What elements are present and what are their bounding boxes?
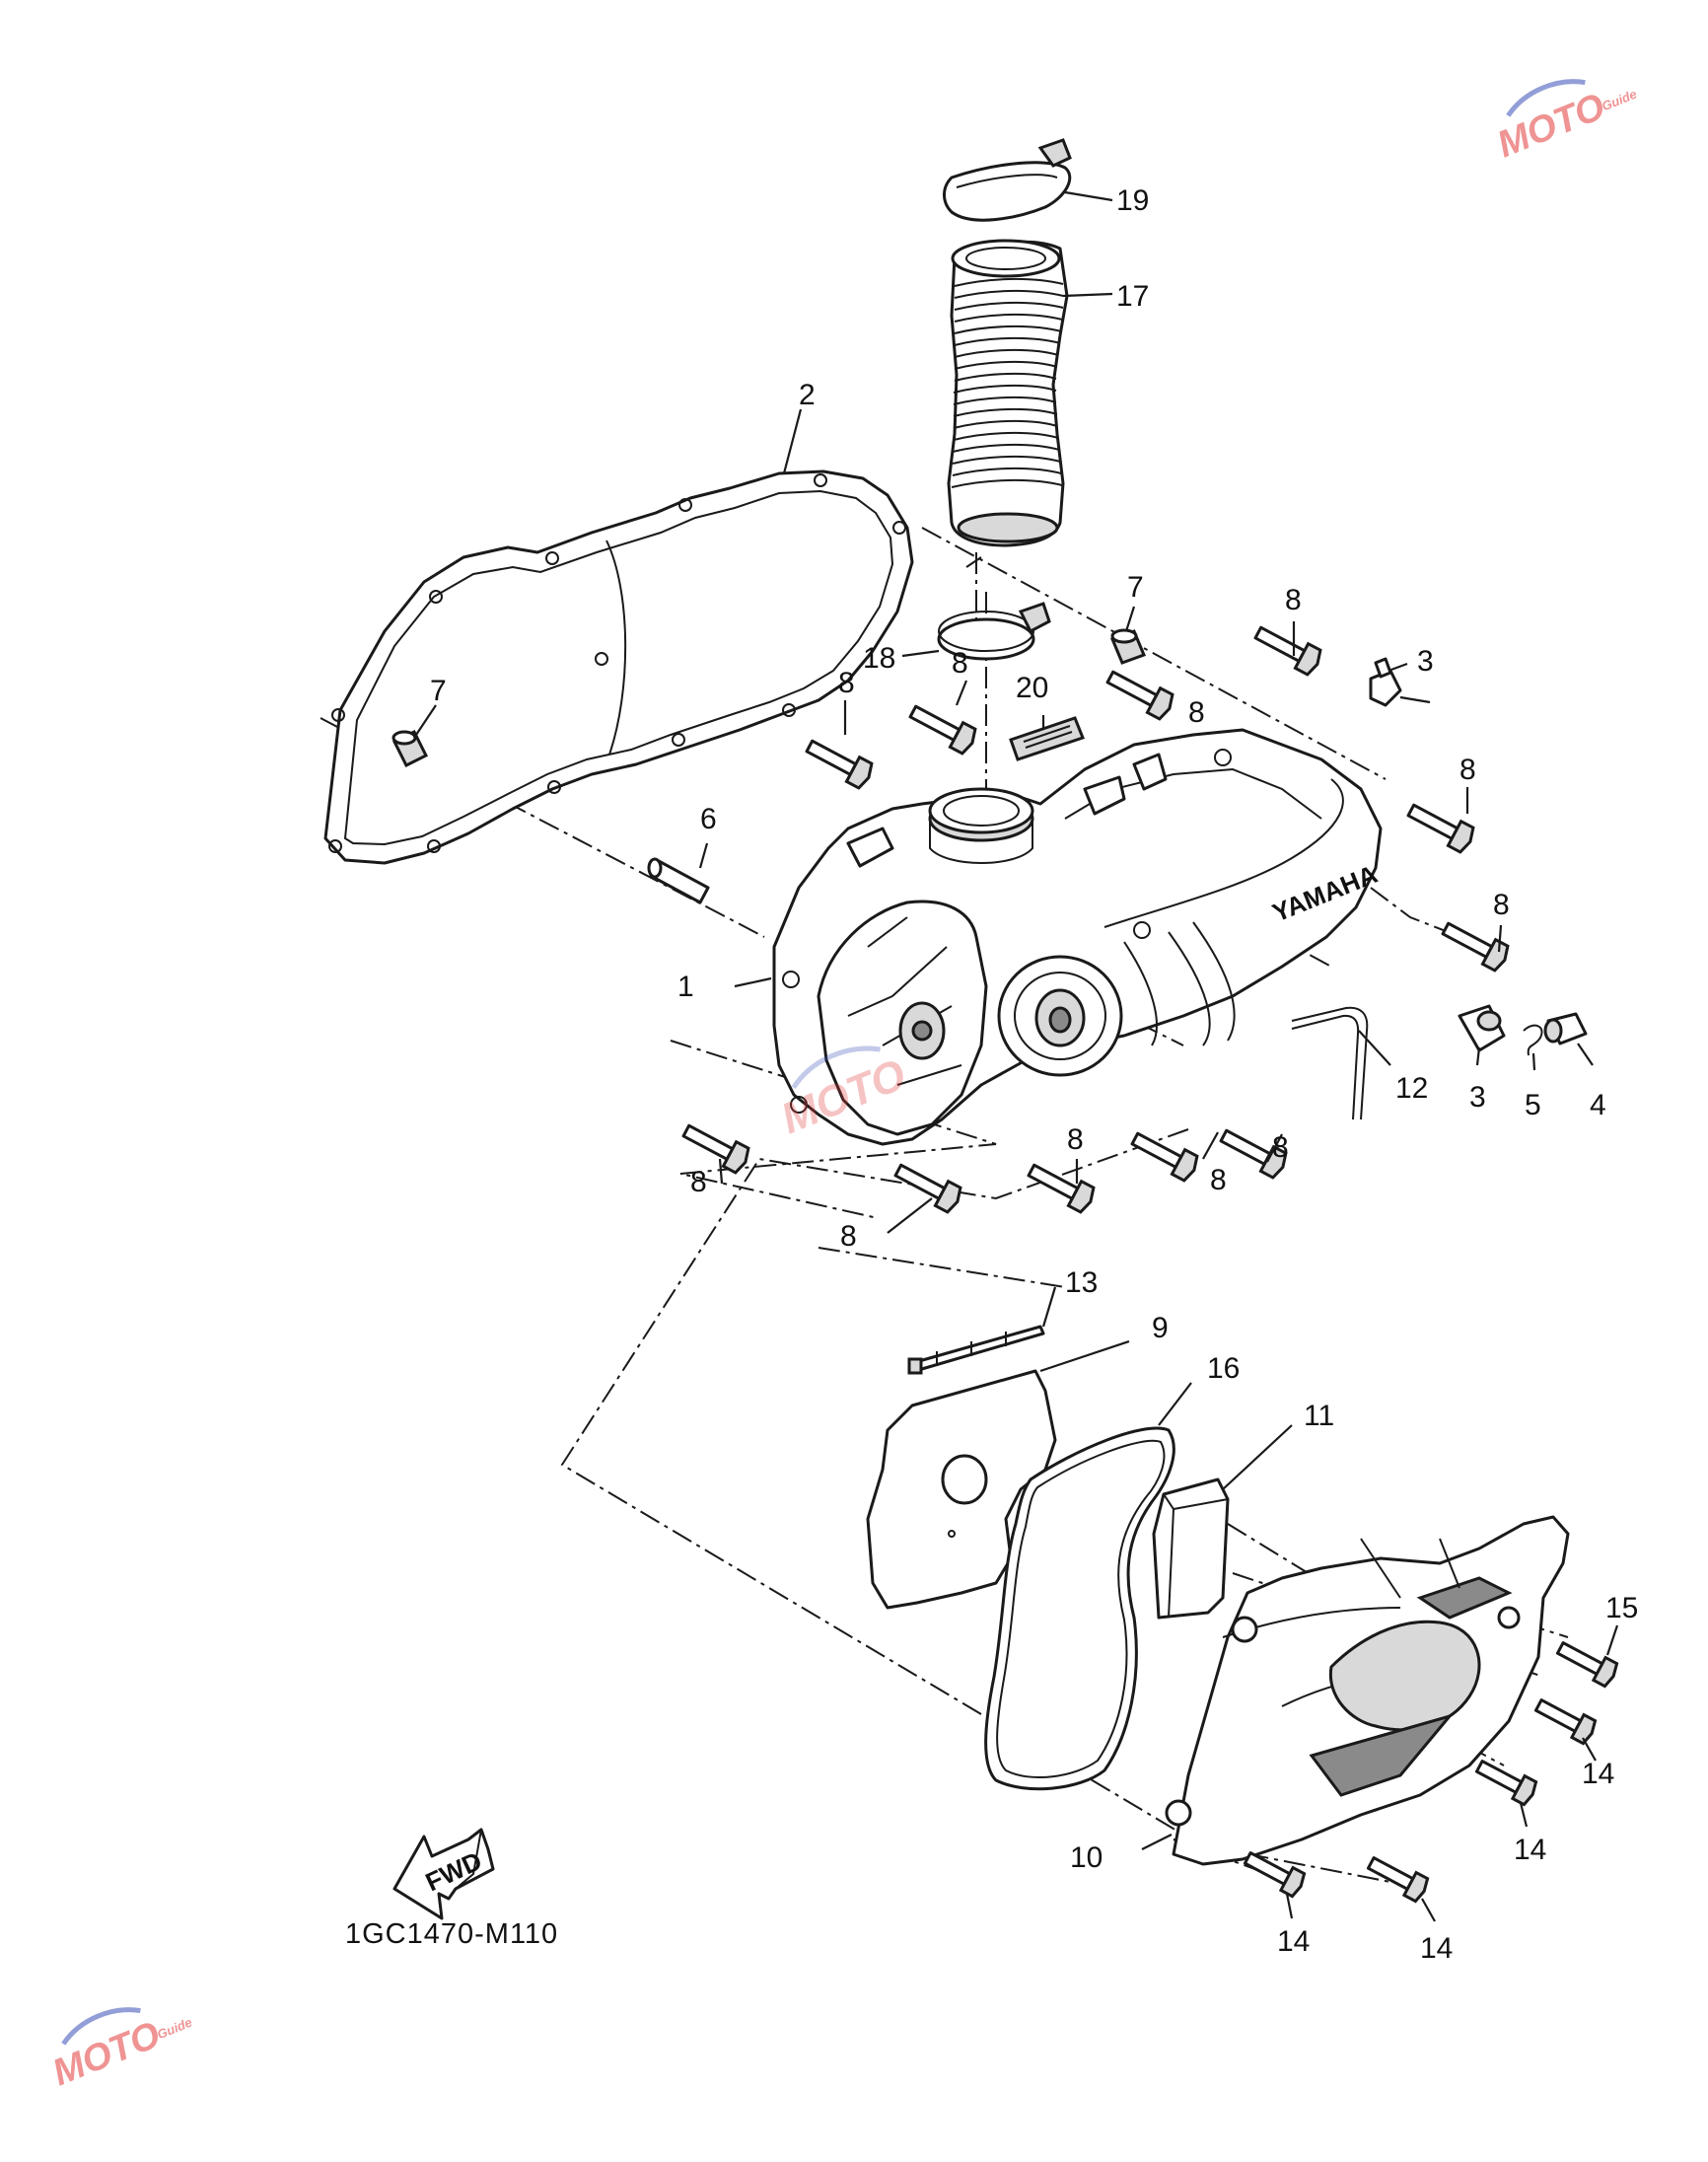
callout-18: 18 xyxy=(863,642,895,675)
bolt xyxy=(1533,1698,1598,1746)
callout-11: 11 xyxy=(1304,1400,1334,1432)
callout-16: 16 xyxy=(1207,1352,1240,1385)
callout-3-top: 3 xyxy=(1417,645,1434,678)
cover-seal xyxy=(984,1426,1175,1791)
callout-8-low-2: 8 xyxy=(1272,1131,1289,1164)
leader-lines xyxy=(413,190,1619,1922)
callout-8-top-3: 8 xyxy=(1188,696,1205,729)
clip-5 xyxy=(1523,1024,1543,1056)
bolt xyxy=(893,1163,962,1214)
bolt xyxy=(805,739,874,790)
watermark-text: MOTO xyxy=(1492,86,1611,166)
callout-8-top-4: 8 xyxy=(838,667,855,699)
bolt xyxy=(1243,1851,1307,1899)
crankcase-cover-gasket xyxy=(323,469,914,865)
callout-8-right-1: 8 xyxy=(1459,754,1476,786)
bolts-8 xyxy=(681,625,1510,1214)
callout-14-c: 14 xyxy=(1277,1925,1310,1958)
clamp-top xyxy=(943,138,1072,222)
wire-strip-13 xyxy=(907,1325,1045,1375)
callout-19: 19 xyxy=(1116,184,1149,217)
watermark-subtext: Guide xyxy=(155,2015,194,2043)
callout-8-right-2: 8 xyxy=(1493,889,1510,921)
bolt xyxy=(1219,1128,1288,1180)
bolt xyxy=(1027,1163,1096,1214)
callout-17: 17 xyxy=(1116,280,1149,313)
callout-8-low-3: 8 xyxy=(1210,1164,1227,1196)
bolt xyxy=(1474,1760,1538,1807)
callout-8-low-4: 8 xyxy=(690,1166,707,1198)
foam-pad xyxy=(1152,1477,1230,1620)
bolt xyxy=(1366,1856,1430,1904)
callout-15: 15 xyxy=(1605,1592,1638,1624)
bolt xyxy=(908,704,977,756)
pin-6 xyxy=(647,857,710,904)
callout-8-top-2: 8 xyxy=(952,647,968,680)
cap-4 xyxy=(1543,1012,1588,1045)
breather-fitting-bottom xyxy=(1458,1004,1506,1052)
bolt xyxy=(1441,921,1510,973)
callout-5: 5 xyxy=(1525,1089,1541,1121)
dowel-pin-right xyxy=(1110,628,1146,665)
dowel-pin-left xyxy=(391,729,429,768)
intake-duct xyxy=(947,239,1069,547)
bolt xyxy=(1555,1641,1619,1689)
callout-7-right: 7 xyxy=(1127,571,1144,604)
bolt xyxy=(1253,625,1322,677)
breather-fitting-top xyxy=(1369,657,1402,707)
bolt xyxy=(681,1123,750,1175)
callout-8-top-1: 8 xyxy=(1285,584,1302,616)
callout-13: 13 xyxy=(1065,1266,1098,1299)
callout-14-a: 14 xyxy=(1582,1758,1614,1790)
bolt xyxy=(1130,1131,1199,1183)
insulator-plate xyxy=(866,1369,1057,1610)
diagram-code: 1GC1470-M110 xyxy=(345,1918,558,1950)
callout-8-low-5: 8 xyxy=(840,1220,857,1253)
callout-numbers: 19 17 2 7 7 18 8 8 20 8 8 3 8 6 8 1 12 3… xyxy=(430,184,1638,1965)
callout-12: 12 xyxy=(1395,1072,1428,1105)
hose-clamp xyxy=(937,602,1051,661)
callout-14-d: 14 xyxy=(1420,1932,1453,1965)
callout-4: 4 xyxy=(1590,1089,1606,1121)
callout-3-bottom: 3 xyxy=(1469,1081,1486,1114)
callout-9: 9 xyxy=(1152,1312,1169,1344)
callout-10: 10 xyxy=(1070,1841,1103,1874)
callout-6: 6 xyxy=(700,803,717,835)
watermark-subtext: Guide xyxy=(1600,87,1639,114)
watermark-logo-bottom: MOTO Guide xyxy=(47,2007,194,2094)
callout-7-left: 7 xyxy=(430,675,447,707)
callout-20: 20 xyxy=(1016,672,1048,704)
callout-2: 2 xyxy=(799,379,816,411)
forward-arrow: FWD xyxy=(392,1828,495,1920)
bolts-14-15 xyxy=(1243,1641,1619,1904)
bolt xyxy=(1105,670,1174,721)
outer-cover xyxy=(1165,1515,1570,1866)
callout-14-b: 14 xyxy=(1514,1834,1546,1866)
crankcase-cover: YAMAHA xyxy=(772,728,1383,1146)
watermark-text: MOTO xyxy=(47,2014,167,2094)
watermark-logo-top: MOTO Guide xyxy=(1492,79,1639,166)
bolt xyxy=(1406,803,1475,854)
callout-8-low-1: 8 xyxy=(1067,1123,1084,1156)
breather-hose xyxy=(1291,1006,1369,1120)
callout-1: 1 xyxy=(677,971,694,1003)
caution-label xyxy=(1009,716,1085,761)
